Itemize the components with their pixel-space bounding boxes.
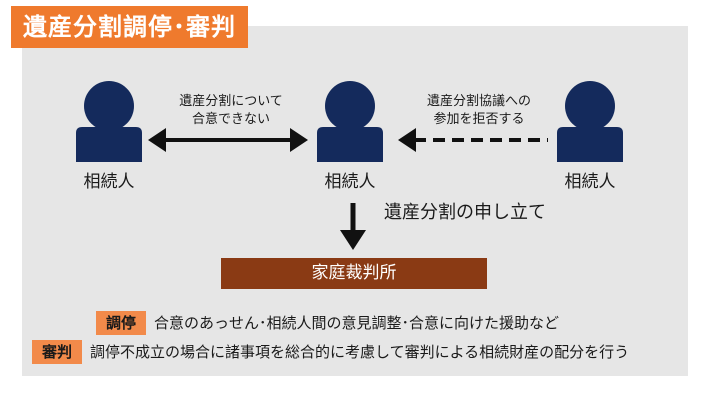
term-description: 合意のあっせん･相続人間の意見調整･合意に向けた援助など (154, 314, 560, 332)
dispute-note: 遺産分割について 合意できない (156, 93, 306, 129)
definition-mediation: 調停合意のあっせん･相続人間の意見調整･合意に向けた援助など (96, 311, 559, 335)
definition-adjudication: 審判調停不成立の場合に諸事項を総合的に考慮して審判による相続財産の配分を行う (32, 340, 629, 364)
page-title: 遺産分割調停･審判 (11, 6, 248, 48)
filing-arrow (340, 203, 366, 250)
dispute-arrow (148, 128, 308, 152)
person-label-right: 相続人 (564, 172, 616, 192)
filing-label: 遺産分割の申し立て (384, 202, 546, 223)
refusal-note: 遺産分割協議への 参加を拒否する (404, 93, 554, 129)
family-court-box: 家庭裁判所 (221, 258, 487, 289)
dispute-note-line: 遺産分割について (179, 94, 283, 109)
refusal-arrow (398, 128, 548, 152)
term-description: 調停不成立の場合に諸事項を総合的に考慮して審判による相続財産の配分を行う (90, 343, 630, 361)
person-icon-left (76, 81, 142, 162)
person-label-left: 相続人 (83, 172, 135, 192)
term-badge: 調停 (96, 311, 147, 335)
person-label-center: 相続人 (324, 172, 376, 192)
refusal-note-line: 遺産分割協議への (426, 94, 531, 109)
person-icon-right (557, 81, 623, 162)
dispute-note-line: 合意できない (191, 112, 270, 127)
refusal-note-line: 参加を拒否する (433, 112, 525, 127)
person-icon-center (317, 81, 383, 162)
term-badge: 審判 (32, 340, 83, 364)
